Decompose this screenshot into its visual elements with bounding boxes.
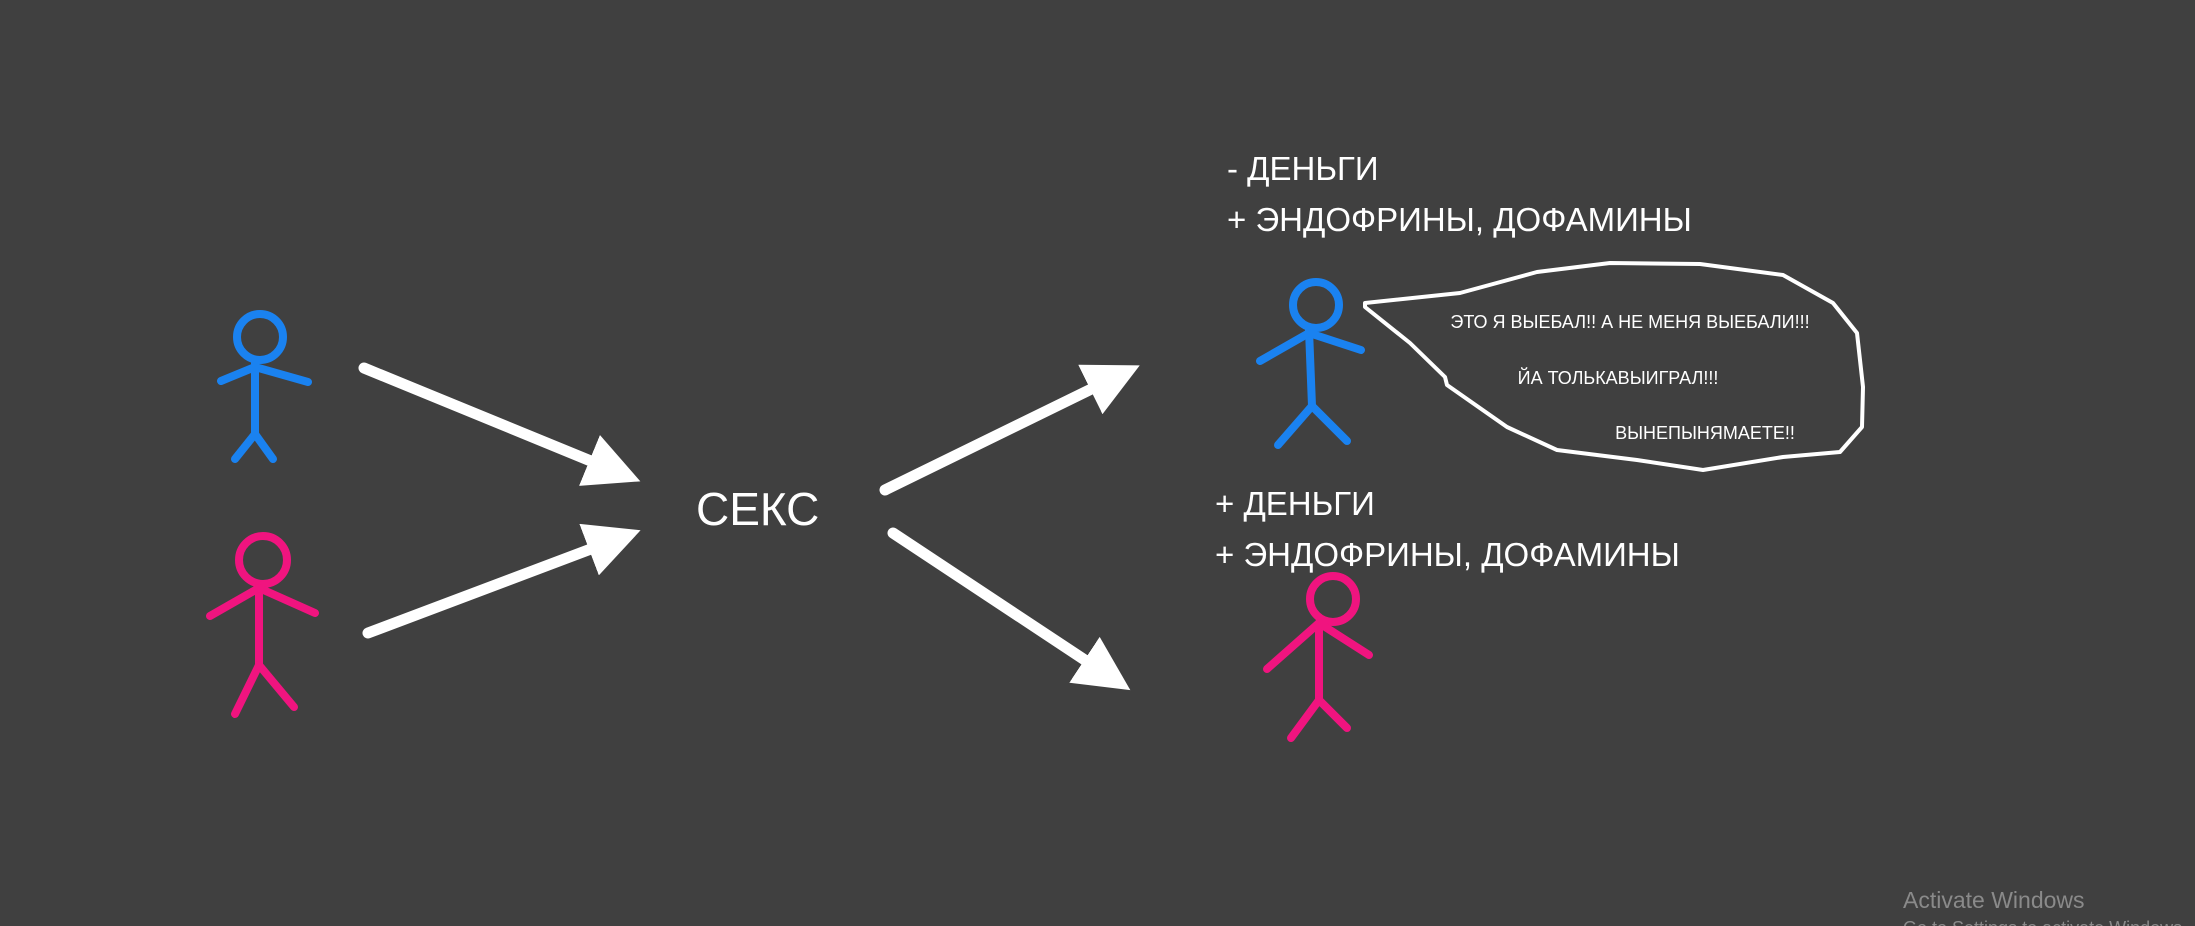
blue-stick-figure-left xyxy=(217,310,312,463)
pink-stick-figure-right xyxy=(1263,572,1373,742)
arrow-blue-to-center xyxy=(358,362,641,486)
speech-bubble-line1: ЭТО Я ВЫЕБАЛ!! А НЕ МЕНЯ ВЫЕБАЛИ!!! xyxy=(1450,312,1809,332)
arrow-center-to-bottom xyxy=(887,527,1131,691)
activate-windows-subtitle: Go to Settings to activate Windows. xyxy=(1903,918,2187,926)
speech-bubble-line2: ЙА ТОЛЬКАВЫИГРАЛ!!! xyxy=(1518,367,1719,388)
top-outcome-line1: - ДЕНЬГИ xyxy=(1227,150,1379,187)
speech-bubble-outline xyxy=(1363,261,1865,472)
center-label: СЕКС xyxy=(696,483,819,535)
arrow-pink-to-center xyxy=(362,523,641,639)
arrow-center-to-top xyxy=(879,364,1140,496)
bottom-outcome-line1: + ДЕНЬГИ xyxy=(1215,485,1375,522)
blue-stick-figure-right xyxy=(1256,278,1365,449)
activate-windows-title: Activate Windows xyxy=(1903,887,2085,913)
pink-stick-figure-left xyxy=(206,532,319,718)
top-outcome-line2: + ЭНДОФРИНЫ, ДОФАМИНЫ xyxy=(1227,201,1692,238)
bottom-outcome-line2: + ЭНДОФРИНЫ, ДОФАМИНЫ xyxy=(1215,536,1680,573)
speech-bubble-line3: ВЫНЕПЫНЯМАЕТЕ!! xyxy=(1615,423,1795,443)
